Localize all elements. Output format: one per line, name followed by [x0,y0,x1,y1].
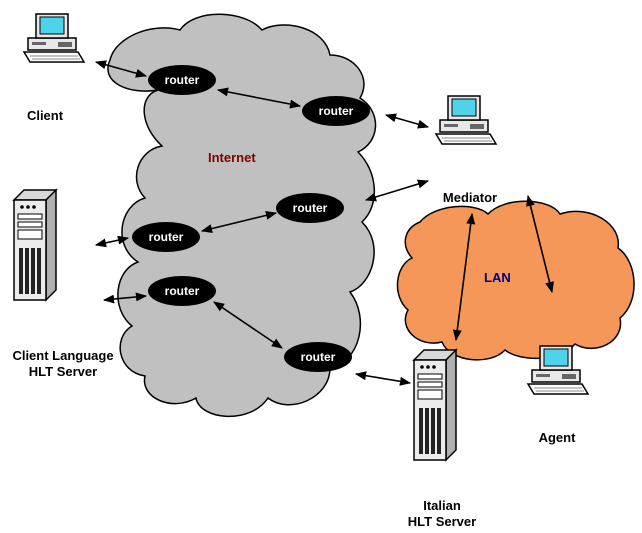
italian-server-line2: HLT Server [407,514,477,529]
arrow-router1-router2 [216,87,302,109]
italian-server-label: Italian HLT Server [392,498,492,530]
router-4-label: router [148,230,184,244]
router-2-label: router [318,104,354,118]
internet-label: Internet [208,150,256,165]
client-language-server-icon [13,189,57,301]
router-3-node [276,193,344,223]
mediator-label: Mediator [442,190,498,205]
router-3-label: router [292,201,328,215]
arrow-clientserver-router5 [102,292,148,304]
agent-label: Agent [538,430,576,445]
mediator-computer-icon [435,95,497,145]
router-1-node [148,65,216,95]
arrow-mediator-italian [452,212,476,342]
arrow-router4-router3 [200,211,278,233]
italian-server-icon [413,349,457,461]
router-5-node [148,276,216,306]
arrow-clientserver-router4 [94,235,130,248]
connection-arrows [94,60,554,386]
arrow-client-router1 [94,60,148,78]
italian-server-line1: Italian [423,498,461,513]
arrow-router6-italian [354,371,412,386]
arrow-router5-router6 [213,301,283,349]
arrow-router3-mediator [364,179,430,202]
router-5-label: router [164,284,200,298]
lan-label: LAN [484,270,511,285]
client-label: Client [26,108,64,123]
client-computer-icon [23,13,85,63]
arrow-router2-mediator [384,113,430,129]
client-language-server-line1: Client Language [12,348,114,363]
router-6-node [284,342,352,372]
lan-cloud [396,200,635,361]
arrow-mediator-agent [526,194,554,294]
router-2-node [302,96,370,126]
routers [132,65,370,372]
client-language-server-label: Client Language HLT Server [0,348,126,380]
router-6-label: router [300,350,336,364]
router-1-label: router [164,73,200,87]
client-language-server-line2: HLT Server [28,364,98,379]
router-4-node [132,222,200,252]
